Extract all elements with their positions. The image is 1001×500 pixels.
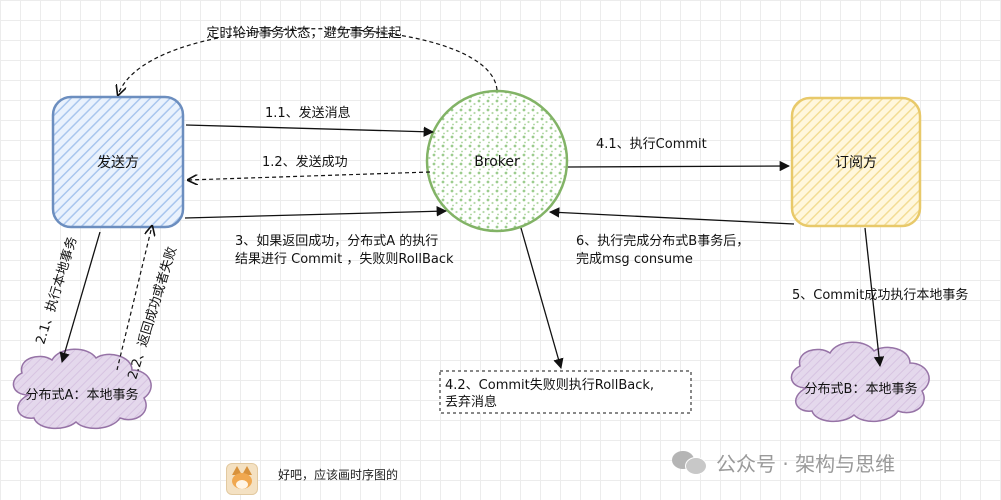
- send-msg-arrow: [185, 124, 435, 137]
- watermark: 公众号 · 架构与思维: [672, 448, 895, 476]
- commit-local-b-label: 5、Commit成功执行本地事务: [792, 287, 968, 303]
- exec-commit-label: 4.1、执行Commit: [596, 137, 707, 152]
- rollback-box: 4.2、Commit失败则执行RollBack, 丢弃消息: [439, 370, 692, 414]
- doge-emoji-icon: [226, 463, 258, 495]
- send-msg-label: 1.1、发送消息: [265, 105, 351, 121]
- subscriber-label: 订阅方: [835, 155, 877, 171]
- commit-a-arrow: [184, 206, 448, 219]
- return-result-label: 2.2、返回成功或者失败: [125, 245, 180, 381]
- rollback-label-1: 4.2、Commit失败则执行RollBack,: [445, 378, 654, 393]
- sender-node: 发送方: [51, 95, 185, 229]
- sender-label: 发送方: [97, 155, 139, 171]
- rollback-arrow: [520, 227, 564, 369]
- return-result-arrow: [116, 226, 152, 371]
- broker-label: Broker: [474, 154, 520, 170]
- commit-a-label-1: 3、如果返回成功，分布式A 的执行: [235, 233, 438, 249]
- local-tx-b-label: 分布式B：本地事务: [805, 381, 918, 397]
- exec-commit-arrow: [567, 160, 791, 172]
- broker-node: Broker: [425, 89, 569, 233]
- commit-a-label-2: 结果进行 Commit ，失败则RollBack: [235, 252, 454, 267]
- local-tx-b-cloud: 分布式B：本地事务: [790, 341, 930, 423]
- exec-local-a-label: 2.1、执行本地事务: [33, 235, 81, 346]
- rollback-label-2: 丢弃消息: [445, 394, 497, 410]
- consume-arrow: [548, 207, 795, 225]
- exec-local-a-arrow: [59, 231, 101, 363]
- poll-arrow: [118, 28, 498, 95]
- watermark-text: 公众号 · 架构与思维: [716, 451, 896, 476]
- local-tx-a-label: 分布式A：本地事务: [26, 387, 139, 403]
- caption: 好吧，应该画时序图的: [278, 468, 399, 482]
- wechat-icon: [672, 449, 710, 475]
- commit-local-b-arrow: [864, 227, 885, 368]
- send-ok-arrow: [188, 171, 431, 180]
- subscriber-node: 订阅方: [790, 96, 922, 228]
- consume-label-2: 完成msg consume: [576, 252, 693, 267]
- send-ok-label: 1.2、发送成功: [262, 154, 348, 170]
- consume-label-1: 6、执行完成分布式B事务后，: [576, 233, 749, 249]
- poll-label: 定时轮询事务状态，避免事务挂起: [206, 25, 401, 41]
